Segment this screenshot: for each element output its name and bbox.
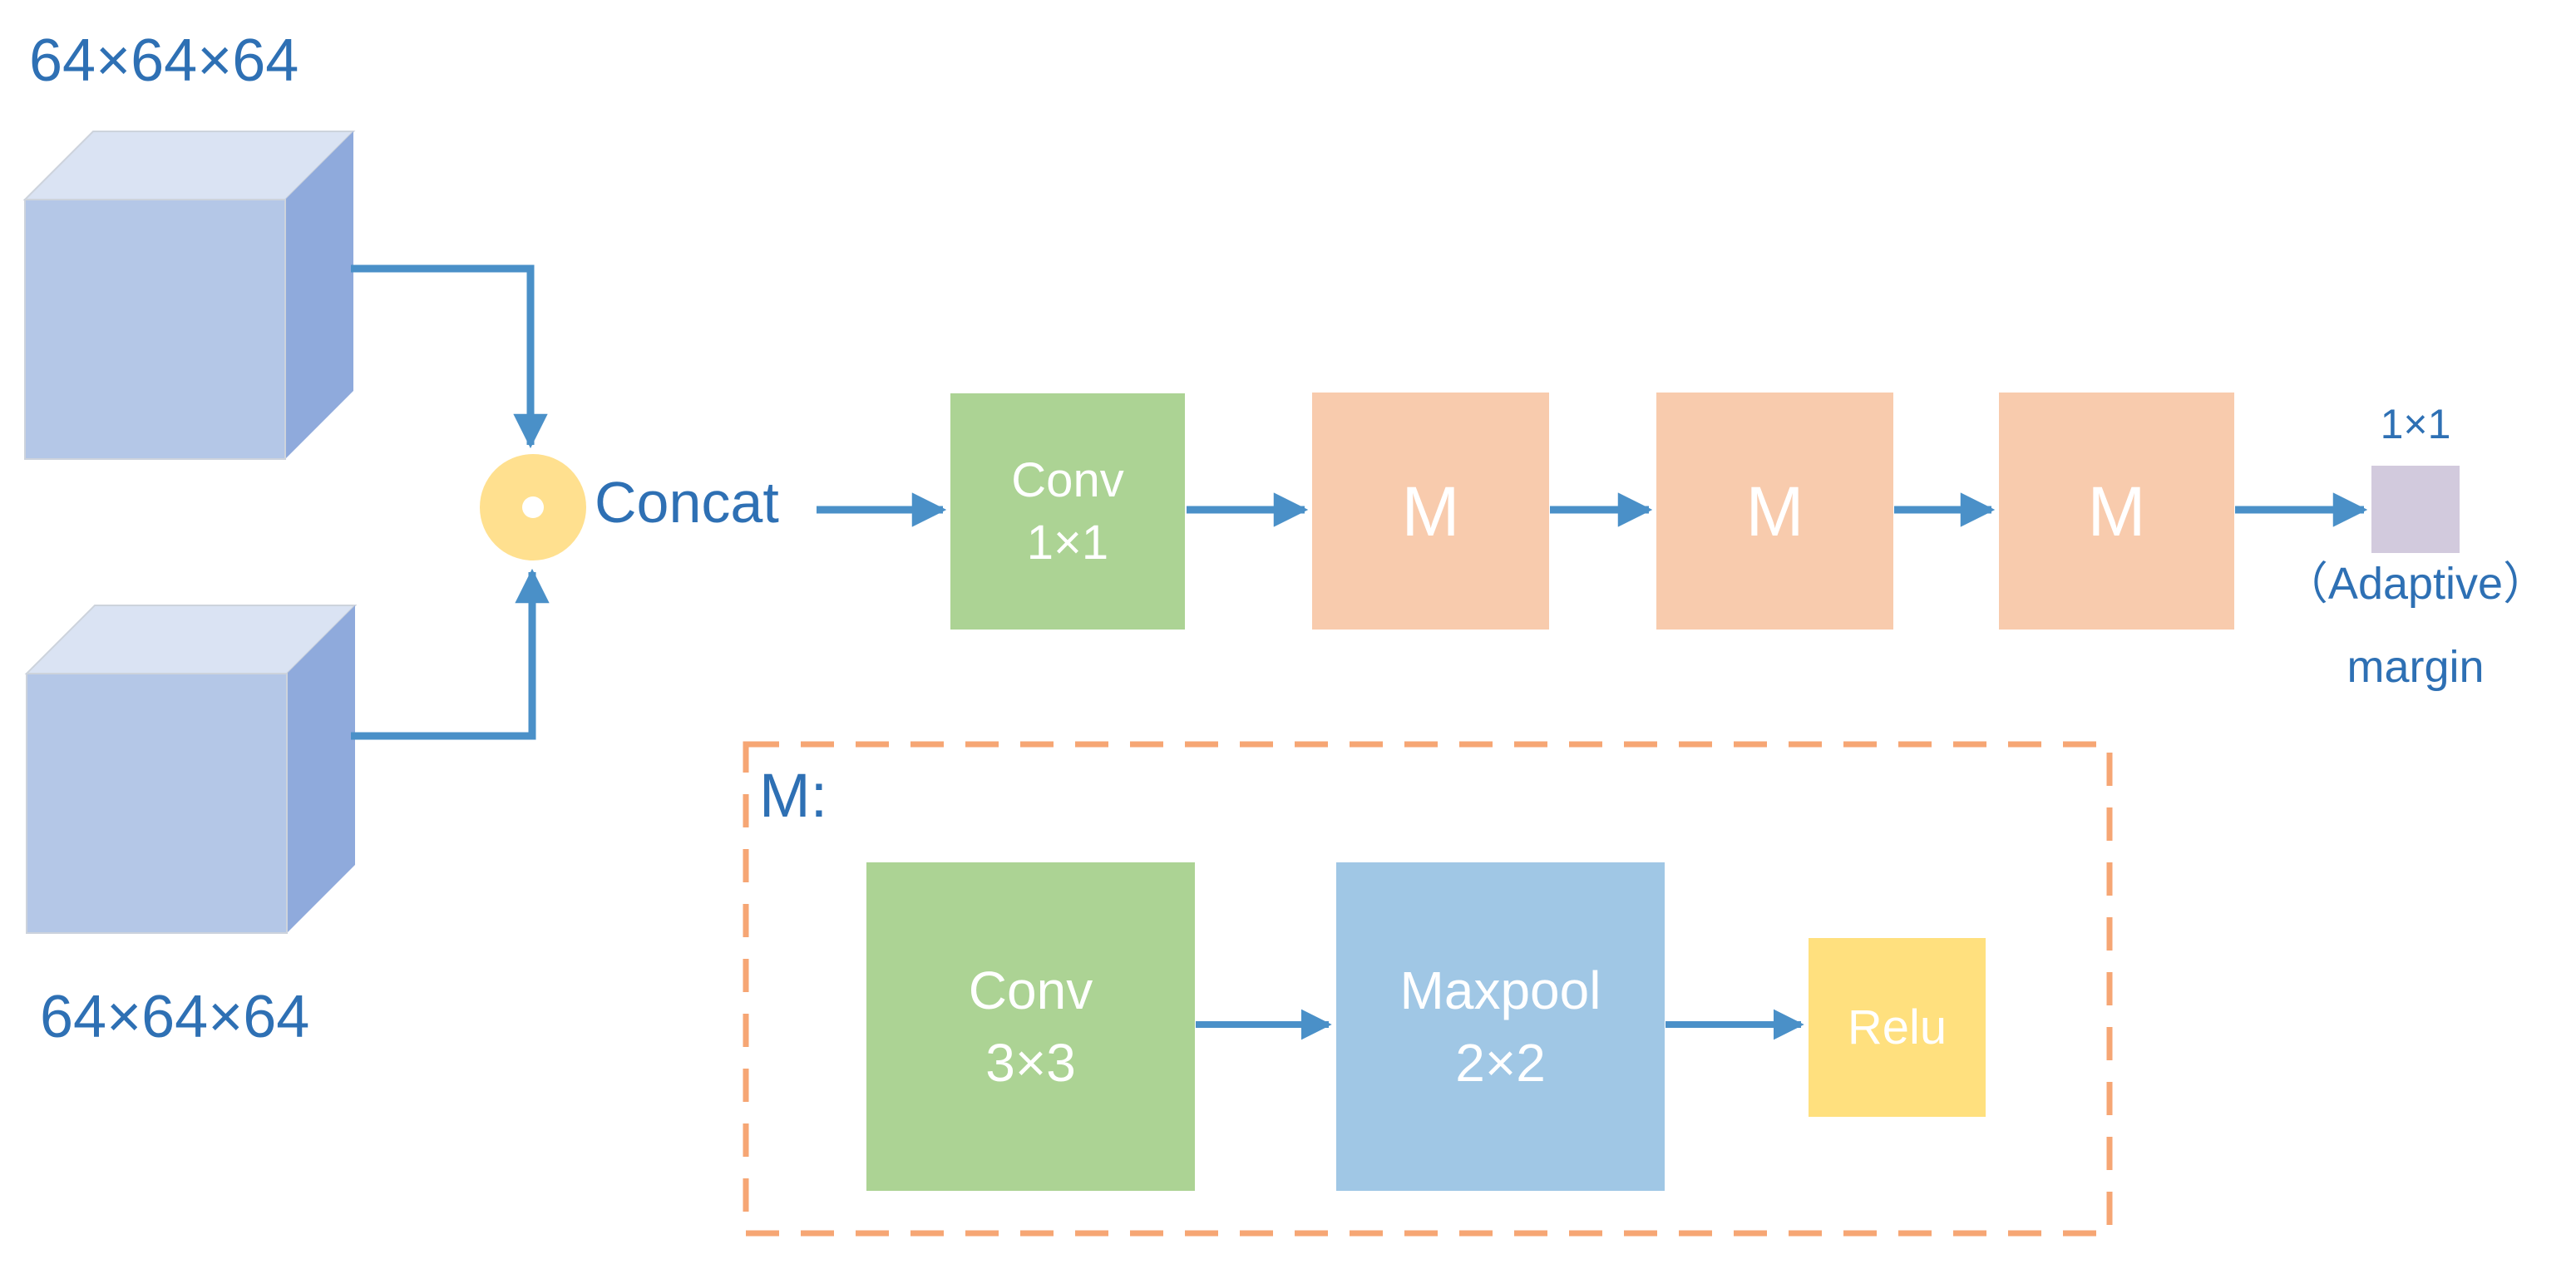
input-cube-bottom-label: 64×64×64: [40, 984, 310, 1050]
input-cube-top-icon: [22, 131, 356, 460]
input-cube-top-label: 64×64×64: [29, 27, 299, 94]
module-detail-panel: [743, 741, 2113, 1237]
arrow-top-cube-to-concat: [351, 264, 548, 449]
m-block-1: M: [1312, 393, 1549, 630]
output-1x1-box: [2371, 466, 2460, 553]
conv3x3-box: Conv 3×3: [866, 862, 1195, 1191]
output-caption-margin: margin: [2347, 642, 2485, 692]
m-block-2: M: [1656, 393, 1893, 630]
output-caption-adaptive: （Adaptive）: [2282, 559, 2549, 609]
module-title: M:: [759, 761, 828, 830]
conv1x1-box: Conv 1×1: [950, 393, 1185, 630]
m-block-3: M: [1999, 393, 2234, 630]
input-cube-bottom-icon: [24, 605, 358, 934]
concat-node-icon: [480, 454, 586, 560]
arrow-bottom-cube-to-concat: [351, 568, 550, 740]
maxpool-box: Maxpool 2×2: [1336, 862, 1665, 1191]
output-size-label: 1×1: [2380, 401, 2451, 447]
concat-label: Concat: [595, 470, 779, 535]
relu-box: Relu: [1809, 938, 1986, 1117]
